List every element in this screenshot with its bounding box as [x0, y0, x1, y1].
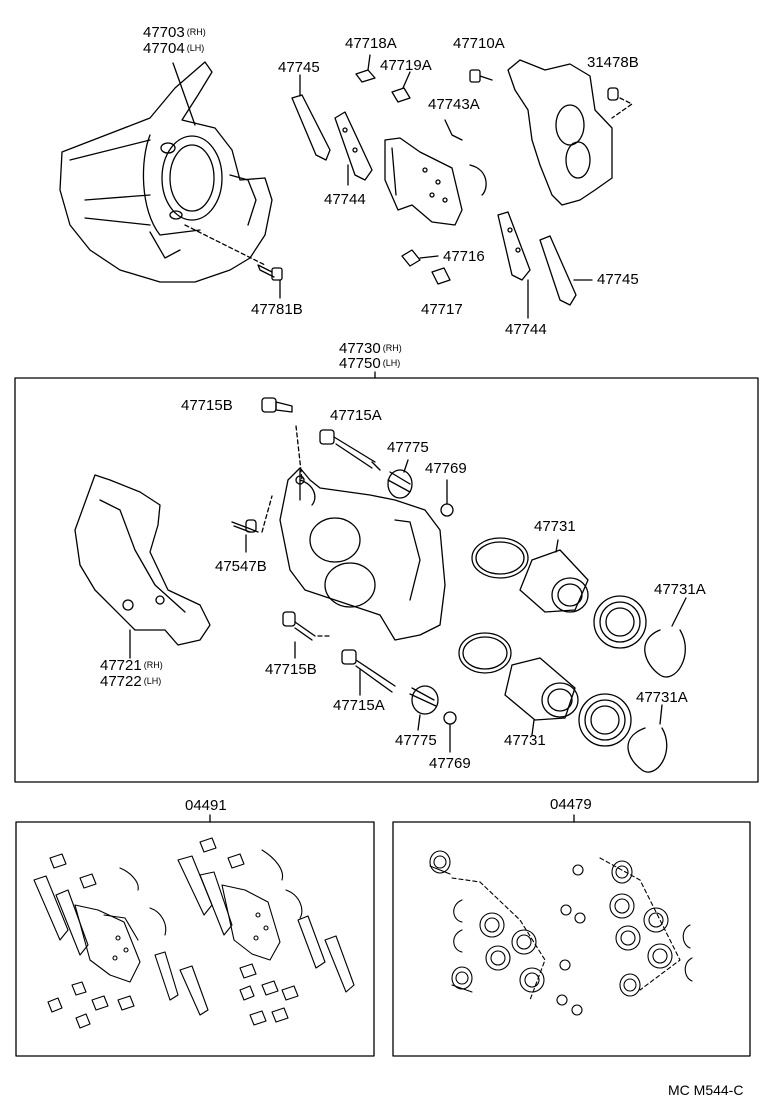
label-04479: 04479 [550, 796, 592, 813]
seal-kit-frame [393, 822, 750, 1056]
piston-seal-bottom-shape [459, 633, 511, 673]
label-47710A: 47710A [453, 35, 505, 52]
pad-kit-frame [16, 822, 374, 1056]
bolt-47781B-shape [258, 265, 282, 298]
label-47731A-top: 47731A [654, 581, 706, 598]
label-47775-bottom: 47775 [395, 732, 437, 749]
boot-top-shape [388, 460, 412, 498]
label-47744-top: 47744 [324, 191, 366, 208]
pad-kit-parts-shape [34, 838, 354, 1028]
label-31478B: 31478B [587, 54, 639, 71]
label-47731-bottom: 47731 [504, 732, 546, 749]
label-47704: 47704(LH) [143, 40, 205, 57]
label-04491: 04491 [185, 797, 227, 814]
set-ring-bottom-shape [628, 705, 667, 772]
label-47769-bottom: 47769 [429, 755, 471, 772]
shim-47744-shape [498, 212, 530, 318]
wear-indicator-shape [445, 120, 462, 140]
anti-squeal-shim-shape [335, 112, 372, 185]
label-47703: 47703(RH) [143, 24, 206, 41]
brake-pad-shape [385, 138, 462, 225]
clip-47716-shape [402, 250, 438, 266]
piston-bottom-shape [505, 658, 578, 735]
shim-47745-shape [540, 236, 592, 305]
label-47717: 47717 [421, 301, 463, 318]
label-47715B-bottom: 47715B [265, 661, 317, 678]
dashed-leader [185, 225, 265, 265]
label-47775-top: 47775 [387, 439, 429, 456]
caliper-shape [508, 60, 612, 205]
leader-line [173, 63, 195, 125]
label-47730: 47730(RH) [339, 340, 402, 357]
slide-pin-top-shape [320, 430, 380, 470]
label-47731-top: 47731 [534, 518, 576, 535]
piston-seal-top-shape [472, 538, 528, 578]
piston-top-shape [520, 540, 588, 612]
label-47721: 47721(RH) [100, 657, 163, 674]
label-47722: 47722(LH) [100, 673, 162, 690]
bolt-47710A-shape [470, 70, 492, 82]
label-47547B: 47547B [215, 558, 267, 575]
set-ring-top-shape [645, 598, 686, 677]
label-47731A-bottom: 47731A [636, 689, 688, 706]
bleeder-cap-shape [608, 88, 632, 118]
dust-cover-shape [60, 62, 272, 282]
dust-boot-bottom-shape [579, 694, 631, 746]
bleeder-plug-shape [232, 496, 272, 552]
clip-47719A-shape [392, 72, 410, 102]
caliper-assembly-frame [15, 378, 758, 782]
label-47716: 47716 [443, 248, 485, 265]
bushing-bottom-shape [444, 712, 456, 752]
label-47715A-top: 47715A [330, 407, 382, 424]
dust-boot-top-shape [594, 596, 646, 648]
clip-47717-shape [432, 268, 450, 284]
label-47718A: 47718A [345, 35, 397, 52]
diagram-code: MC M544-C [668, 1082, 744, 1098]
label-47769-top: 47769 [425, 460, 467, 477]
slide-pin-bottom-shape [342, 650, 395, 695]
mounting-bracket-shape [75, 475, 210, 645]
seal-kit-parts-shape [430, 851, 692, 1015]
boot-bottom-shape [410, 686, 438, 730]
label-47743A: 47743A [428, 96, 480, 113]
label-47744-bottom: 47744 [505, 321, 547, 338]
bolt-47715B-top-shape [262, 398, 302, 480]
label-47745-bottom: 47745 [597, 271, 639, 288]
shim-shape [292, 75, 330, 160]
label-47715A-bottom: 47715A [333, 697, 385, 714]
label-47750: 47750(LH) [339, 355, 401, 372]
spring-shape [470, 165, 486, 195]
bolt-47715B-bottom-shape [283, 612, 330, 658]
caliper-body-shape [280, 468, 445, 640]
bushing-top-shape [441, 480, 453, 516]
label-47715B-top: 47715B [181, 397, 233, 414]
label-47745-top: 47745 [278, 59, 320, 76]
label-47719A: 47719A [380, 57, 432, 74]
clip-47718A-shape [356, 55, 375, 82]
label-47781B: 47781B [251, 301, 303, 318]
